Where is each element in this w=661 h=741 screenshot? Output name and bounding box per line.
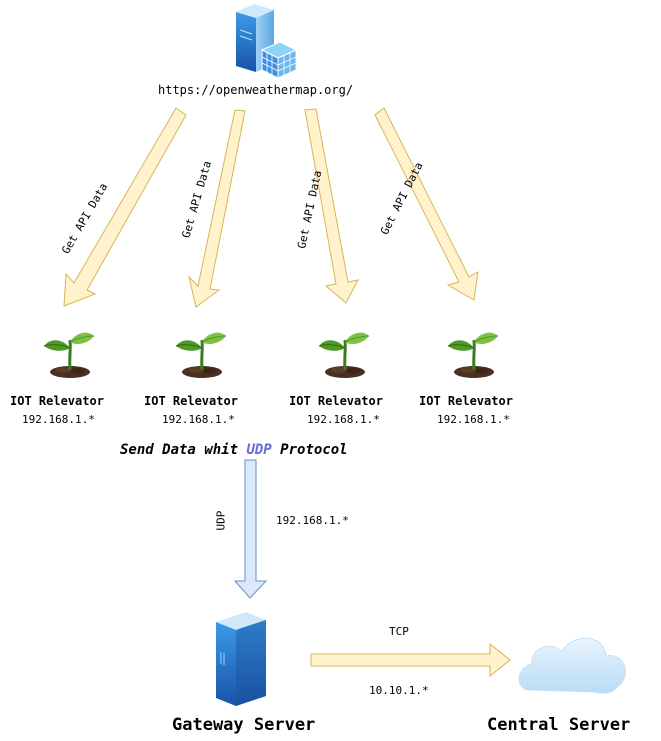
server-tower-icon bbox=[216, 612, 266, 706]
plant-sprout-icon-2 bbox=[174, 331, 228, 380]
udp-label: UDP bbox=[214, 510, 228, 531]
central-server-label: Central Server bbox=[487, 715, 631, 735]
gateway-server-label: Gateway Server bbox=[172, 715, 316, 735]
api-arrow-3 bbox=[304, 108, 359, 304]
send-data-suffix: Protocol bbox=[271, 442, 348, 458]
grid-cube-icon bbox=[260, 41, 298, 79]
relevator-ip-1: 192.168.1.* bbox=[22, 413, 95, 426]
api-arrow-2 bbox=[188, 109, 246, 308]
relevator-ip-4: 192.168.1.* bbox=[437, 413, 510, 426]
cloud-icon bbox=[518, 637, 626, 694]
relevator-name-2: IOT Relevator bbox=[144, 394, 238, 408]
relevator-name-3: IOT Relevator bbox=[289, 394, 383, 408]
send-data-protocol: UDP bbox=[246, 442, 272, 458]
tcp-arrow bbox=[310, 642, 511, 678]
api-arrow-1 bbox=[63, 107, 187, 307]
send-data-prefix: Send Data whit bbox=[120, 442, 247, 458]
plant-sprout-icon-4 bbox=[446, 331, 500, 380]
relevator-ip-2: 192.168.1.* bbox=[162, 413, 235, 426]
relevator-name-4: IOT Relevator bbox=[419, 394, 513, 408]
plant-sprout-icon-3 bbox=[317, 331, 371, 380]
udp-arrow bbox=[233, 459, 268, 599]
udp-ip: 192.168.1.* bbox=[276, 514, 349, 527]
tcp-ip: 10.10.1.* bbox=[369, 684, 429, 697]
relevator-name-1: IOT Relevator bbox=[10, 394, 104, 408]
top-server-icon bbox=[236, 4, 298, 79]
relevator-ip-3: 192.168.1.* bbox=[307, 413, 380, 426]
tcp-label: TCP bbox=[389, 625, 409, 638]
plant-sprout-icon-1 bbox=[42, 331, 96, 380]
source-url: https://openweathermap.org/ bbox=[158, 83, 354, 97]
api-arrow-4 bbox=[374, 107, 479, 301]
send-data-caption: Send Data whit UDP Protocol bbox=[120, 442, 348, 458]
